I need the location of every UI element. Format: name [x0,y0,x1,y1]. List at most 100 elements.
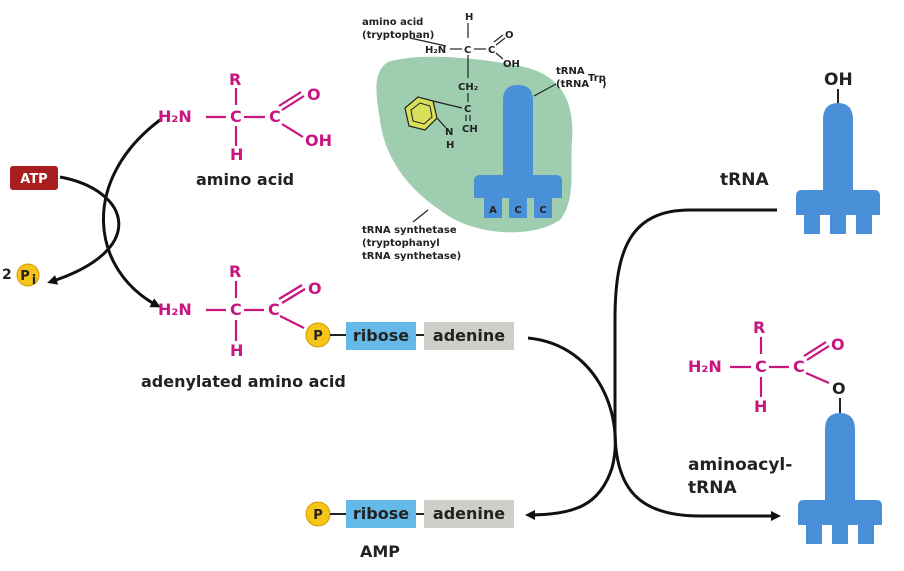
inset-synthetase-2: (tryptophanyl [362,238,440,249]
aa-trna-o-double: O [831,335,845,354]
aa-oh: OH [305,131,332,150]
amp-p: P [313,508,323,523]
pi-symbol: P [20,269,30,284]
inset-oh: OH [503,59,520,70]
inset-bond-oh [495,52,504,60]
amp-caption: AMP [360,542,400,561]
ad-bond-p [279,315,305,329]
ad-p: P [313,329,323,344]
inset-anticodon-a-box [484,198,502,218]
inset-aa-label-1: amino acid [362,17,423,28]
inset-anticodon-c1-box [509,198,527,218]
ad-c-alpha: C [230,300,242,319]
inset-aa-label-2: (tryptophan) [362,30,434,41]
aa-trna-icon [798,413,882,525]
inset-n: N [445,127,453,138]
indole-bond-c [432,100,463,109]
aa-r: R [229,70,241,89]
pi-phosphate-icon [16,263,40,287]
inset-c-alpha: C [464,45,471,56]
aa-c-alpha: C [230,107,242,126]
inset-o: O [505,30,514,41]
inset-c-ring: C [464,104,471,115]
inset-h-top: H [465,12,473,23]
ad-h: H [230,341,243,360]
inset-n-h: H [446,140,454,151]
aa-trna-c-alpha: C [755,357,767,376]
inset-c-carbonyl: C [488,45,495,56]
atp-box [10,166,58,190]
inset-synthetase-1: tRNA synthetase [362,225,457,236]
free-trna: OH tRNA [720,70,880,234]
adenylated-structure: R H₂N C H C O P ribose adenine adenylate… [141,262,514,391]
atp-label: ATP [20,172,47,187]
inset-synthetase-pointer [412,209,429,223]
amp-adenine-box [424,500,514,528]
pi-product: 2 P i [2,263,40,288]
inset-anticodon-c2-box [534,198,552,218]
aa-trna-anticodon-2 [832,525,848,544]
amp-ribose-box [346,500,416,528]
aa-trna-c-carbonyl: C [793,357,805,376]
inset-bond-o2 [493,34,504,43]
ad-c-carbonyl: C [268,300,280,319]
inset-trna-label-1: tRNA [556,66,585,77]
aa-trna-bond-o1 [806,345,830,361]
aa-trna-anticodon-3 [858,525,874,544]
atp-badge: ATP [10,166,58,190]
aa-trna-bond-o2 [803,341,827,357]
inset-aa-pointer [409,37,447,47]
amino-acid-structure: R H₂N C H C O OH amino acid [158,70,332,189]
ad-h2n: H₂N [158,300,192,319]
inset-trna-close: ) [602,79,607,90]
pi-coefficient: 2 [2,267,12,283]
inset-anticodon-a: A [489,205,497,216]
amp-structure: P ribose adenine AMP [305,500,514,561]
indole-bond-n [436,117,447,129]
inset-bond-o1 [495,37,506,46]
inset-trna-pointer [533,83,557,97]
aa-caption: amino acid [196,170,294,189]
synthetase-inset: amino acid (tryptophan) H H₂N C C O OH C… [362,12,607,262]
inset-synthetase-3: tRNA synthetase) [362,251,461,262]
inset-trna-label-2: (tRNA [556,79,589,90]
inset-trna-icon [474,85,562,198]
pi-subscript: i [32,273,36,288]
inset-anticodon-c1: C [514,205,521,216]
aa-bond-o1 [281,95,305,111]
free-trna-anticodon-1 [804,215,820,234]
inset-ch: CH [462,124,478,135]
free-trna-label: tRNA [720,170,769,190]
atp-to-pi-arrow [47,175,121,285]
aa-trna-r: R [753,318,765,337]
aa-trna-anticodon-1 [806,525,822,544]
inset-h2n: H₂N [425,45,446,56]
aa-trna-label-2: tRNA [688,478,737,498]
aminoacyl-trna: R H₂N C H C O O aminoacyl- tRNA [688,318,882,544]
ad-bond-o1 [281,288,306,304]
aa-h: H [230,145,243,164]
amp-ribose: ribose [353,504,409,523]
aa-h2n: H₂N [158,107,192,126]
free-trna-oh: OH [824,70,853,90]
aa-o: O [307,85,321,104]
aa-trna-o-ester: O [832,379,846,398]
aa-to-adenylated-arrow [102,118,161,308]
aa-trna-h: H [754,397,767,416]
aa-c-carbonyl: C [269,107,281,126]
ad-o: O [308,279,322,298]
free-trna-anticodon-3 [856,215,872,234]
inset-ch2: CH₂ [458,82,478,93]
ad-adenine: adenine [433,326,505,345]
free-trna-icon [796,103,880,215]
inset-trna-sup: Trp [588,73,606,84]
ad-ribose: ribose [353,326,409,345]
aa-trna-bond-ester [805,371,830,385]
aa-trna-label-1: aminoacyl- [688,455,792,475]
amp-adenine: adenine [433,504,505,523]
aa-bond-oh [281,123,304,138]
trna-to-aminoacyl-arrow [613,208,781,521]
ad-ribose-box [346,322,416,350]
ad-caption: adenylated amino acid [141,372,346,391]
